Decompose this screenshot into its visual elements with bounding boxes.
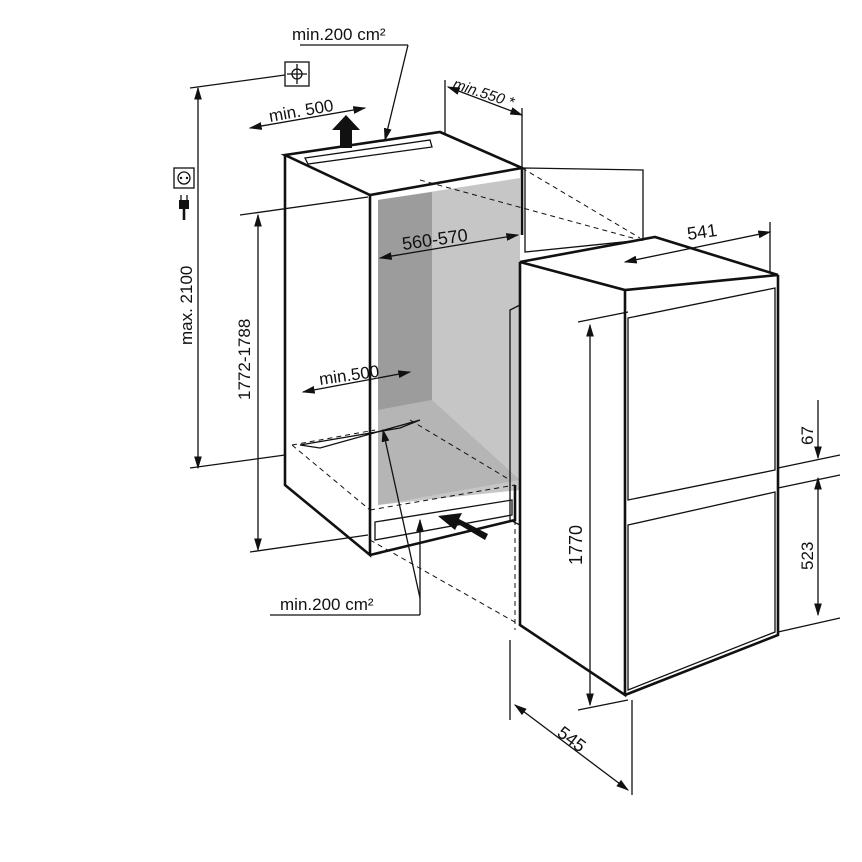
power-plug-icon [179, 195, 189, 220]
power-socket-icon [173, 167, 195, 189]
furniture-door-panel [524, 167, 644, 253]
label-niche-height: 1772-1788 [235, 319, 254, 400]
label-door-clearance: min.550 * [451, 76, 518, 112]
label-niche-height-max: max. 2100 [177, 266, 196, 345]
airflow-up-arrow [332, 115, 360, 148]
label-vent-top-width: min. 500 [267, 96, 335, 126]
label-appliance-height: 1770 [566, 525, 586, 565]
label-vent-top-area: min.200 cm² [292, 25, 386, 44]
airflow-in-arrow [438, 513, 488, 540]
label-appliance-width: 541 [686, 220, 719, 244]
label-vent-bottom-area: min.200 cm² [280, 595, 374, 614]
label-appliance-depth: 545 [554, 722, 590, 756]
appliance [369, 235, 780, 698]
niche-cabinet [280, 130, 527, 558]
water-connection-icon [284, 61, 310, 87]
label-lower-door-height: 523 [798, 542, 817, 570]
dimension-lines [189, 44, 841, 795]
label-gap-height: 67 [798, 426, 817, 445]
